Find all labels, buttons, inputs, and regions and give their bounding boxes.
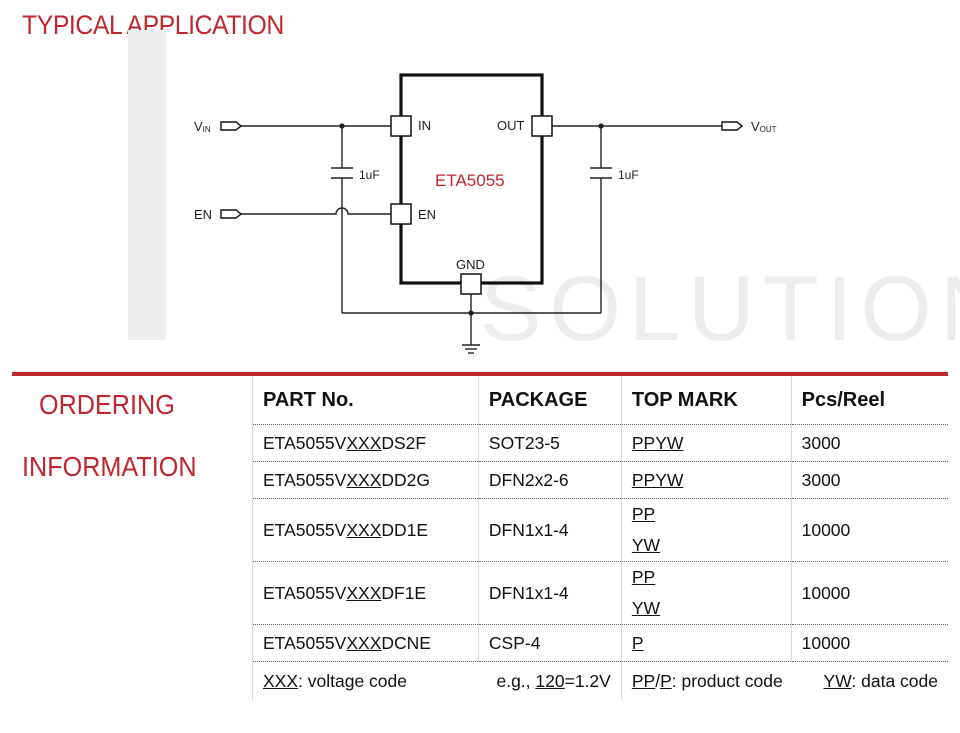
pin-out-label: OUT: [497, 118, 525, 133]
package: SOT23-5: [477, 424, 622, 462]
vout-label: VOUT: [751, 119, 777, 134]
part-number: ETA5055VXXXDF1E: [252, 561, 479, 625]
input-capacitor: [331, 167, 353, 179]
part-number: ETA5055VXXXDS2F: [252, 424, 479, 462]
top-mark: P: [620, 624, 792, 662]
watermark-bar: [128, 30, 166, 340]
en-input-label: EN: [194, 207, 212, 222]
footnote-voltage-code: XXX: voltage code e.g., 120=1.2V: [252, 661, 622, 700]
pcs-reel: 10000: [790, 561, 948, 625]
terminal-arrows: [220, 121, 744, 219]
pin-in-label: IN: [418, 118, 431, 133]
part-number: ETA5055VXXXDD2G: [252, 461, 479, 499]
circuit-wires: [241, 125, 722, 345]
table-row: ETA5055VXXXDCNE CSP-4 P 10000: [252, 624, 948, 662]
pcs-reel: 3000: [790, 424, 948, 462]
pin-out: [531, 115, 553, 137]
header-package: PACKAGE: [477, 376, 622, 425]
header-top-mark: TOP MARK: [620, 376, 792, 425]
application-circuit-diagram: SOLUTIONS 1uF 1uF: [128, 30, 960, 360]
pin-en: [390, 203, 412, 225]
pin-gnd: [460, 273, 482, 295]
en-wire: [241, 207, 391, 215]
pcs-reel: 10000: [790, 498, 948, 562]
pin-in: [390, 115, 412, 137]
chip-name: ETA5055: [435, 171, 505, 190]
pcs-reel: 10000: [790, 624, 948, 662]
header-pcs-reel: Pcs/Reel: [790, 376, 948, 425]
table-row: ETA5055VXXXDS2F SOT23-5 PPYW 3000: [252, 424, 948, 462]
output-capacitor: [590, 167, 612, 179]
header-part-no: PART No.: [252, 376, 479, 425]
top-mark: PPYW: [620, 461, 792, 499]
package: DFN1x1-4: [477, 561, 622, 625]
chip-pins: [390, 115, 553, 295]
part-number: ETA5055VXXXDCNE: [252, 624, 479, 662]
ordering-table: PART No. PACKAGE TOP MARK Pcs/Reel ETA50…: [252, 376, 948, 700]
cin-label: 1uF: [359, 168, 380, 182]
vout-terminal-icon: [721, 121, 744, 131]
junction-dots: [339, 123, 604, 316]
pin-gnd-label: GND: [456, 257, 485, 272]
watermark-text: SOLUTIONS: [480, 258, 960, 360]
table-footnote-row: XXX: voltage code e.g., 120=1.2V PP/P: p…: [252, 661, 948, 700]
package: DFN2x2-6: [477, 461, 622, 499]
vin-label: VIN: [194, 119, 211, 134]
table-row: ETA5055VXXXDD2G DFN2x2-6 PPYW 3000: [252, 461, 948, 499]
package: DFN1x1-4: [477, 498, 622, 562]
pin-en-label: EN: [418, 207, 436, 222]
section-divider: [12, 372, 948, 376]
part-number: ETA5055VXXXDD1E: [252, 498, 479, 562]
top-mark: PPYW: [620, 424, 792, 462]
ordering-label: ORDERING: [39, 389, 175, 420]
ground-icon: [462, 344, 480, 354]
footnote-mark-codes: PP/P: product code YW: data code: [620, 661, 948, 700]
table-header-row: PART No. PACKAGE TOP MARK Pcs/Reel: [252, 376, 948, 425]
vin-terminal-icon: [220, 121, 243, 131]
package: CSP-4: [477, 624, 622, 662]
pcs-reel: 3000: [790, 461, 948, 499]
information-label: INFORMATION: [22, 451, 197, 482]
watermark-logo: SOLUTIONS: [128, 30, 960, 360]
cout-label: 1uF: [618, 168, 639, 182]
en-terminal-icon: [220, 209, 243, 219]
